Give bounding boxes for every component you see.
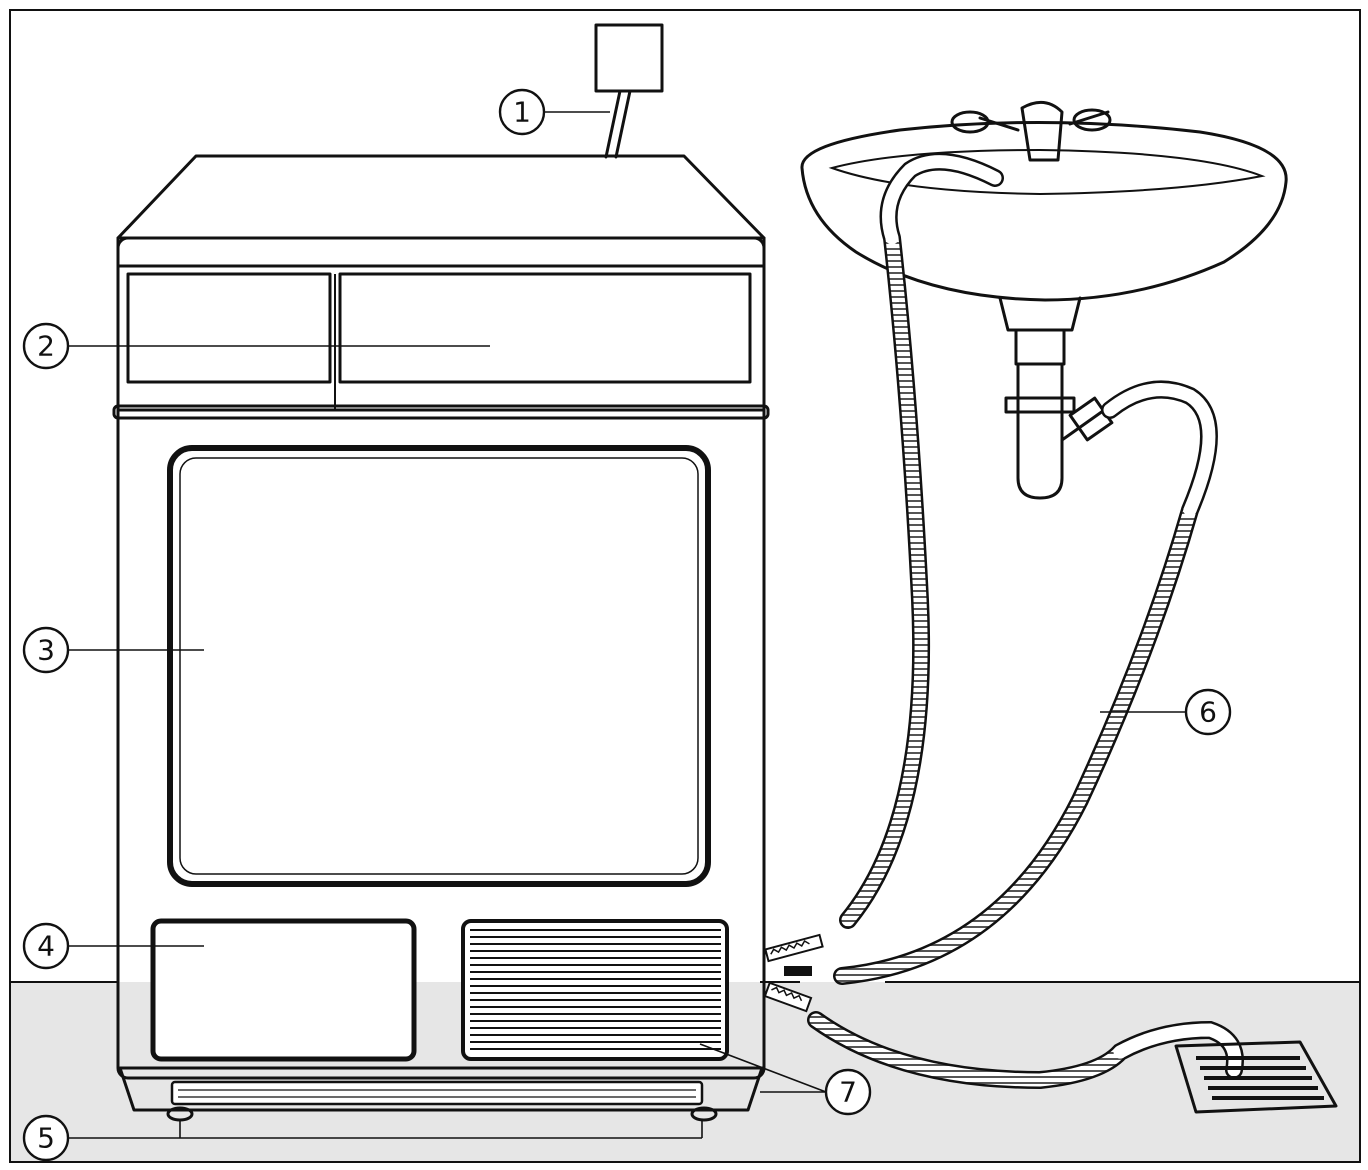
callout-3-label: 3 <box>37 634 55 667</box>
leader-7 <box>699 1043 827 1093</box>
control-panel-right <box>338 272 752 384</box>
plinth-strip <box>170 1080 704 1106</box>
callout-5-label: 5 <box>37 1122 55 1155</box>
sink-tap <box>1020 100 1064 162</box>
callout-4-label: 4 <box>37 930 55 963</box>
leader-5 <box>68 1120 703 1139</box>
wall-socket <box>594 23 664 159</box>
hose-connectors <box>763 933 824 1013</box>
control-panel-left <box>126 272 332 384</box>
callout-4: 4 <box>22 922 70 970</box>
dryer <box>112 154 770 1122</box>
leader-lines <box>68 111 1186 1139</box>
dryer-door <box>167 445 711 887</box>
callout-1: 1 <box>498 88 546 136</box>
callout-3: 3 <box>22 626 70 674</box>
floor-drain <box>1174 1040 1338 1114</box>
vent-grille-slats <box>470 929 721 1050</box>
vent-grille <box>461 919 729 1061</box>
callout-7-label: 7 <box>839 1076 857 1109</box>
callout-6-label: 6 <box>1199 696 1217 729</box>
plinth <box>118 1066 764 1112</box>
callout-5: 5 <box>22 1114 70 1162</box>
callout-1-label: 1 <box>513 96 531 129</box>
lower-panel-left <box>150 918 417 1062</box>
callout-2: 2 <box>22 322 70 370</box>
callout-7: 7 <box>824 1068 872 1116</box>
hoses <box>807 152 1244 1090</box>
control-panel <box>116 264 766 412</box>
callout-2-label: 2 <box>37 330 55 363</box>
callout-6: 6 <box>1184 688 1232 736</box>
foot-right <box>690 1106 718 1122</box>
